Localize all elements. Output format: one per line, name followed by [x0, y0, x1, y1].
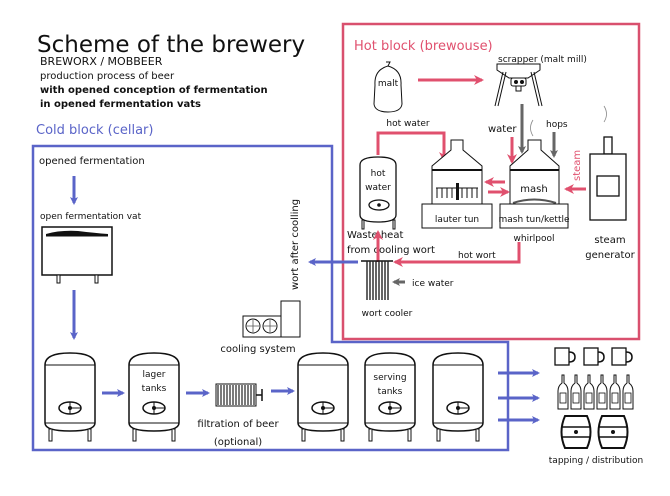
scrapper-label: scrapper (malt mill) — [498, 55, 587, 65]
cold-block-title: Cold block (cellar) — [36, 123, 153, 138]
steam-generator — [589, 136, 627, 221]
filtration-label-2: (optional) — [214, 437, 262, 448]
lager-tanks-label-2: tanks — [142, 384, 167, 394]
lauter-tun-label: lauter tun — [435, 215, 479, 225]
beer-bottles-icon — [557, 374, 634, 410]
lager-tank — [128, 352, 180, 442]
steam-generator-label-1: steam — [594, 235, 625, 246]
hot-wort-pipe — [393, 242, 521, 267]
ice-water-label: ice water — [412, 279, 454, 289]
description-line-3: in opened fermentation vats — [40, 99, 201, 110]
hops-label: hops — [546, 120, 568, 130]
hot-water-flow-label: hot water — [386, 119, 430, 129]
water-label: water — [488, 124, 517, 135]
whirlpool-label: whirlpool — [514, 234, 555, 244]
waste-heat-label-1: Waste heat — [347, 230, 403, 241]
steam-generator-label-2: generator — [585, 250, 635, 261]
open-fermentation-vat — [41, 226, 113, 284]
description-line-1: production process of beer — [40, 71, 175, 82]
kegs-icon — [560, 415, 629, 449]
malt-mill-icon — [494, 63, 543, 107]
serving-tank — [364, 352, 416, 442]
serving-tanks-label-2: tanks — [378, 387, 403, 397]
hot-water-tank — [359, 156, 397, 230]
mash-tun-kettle — [499, 139, 569, 229]
cooling-system-label: cooling system — [220, 344, 295, 355]
open-vat-label: open fermentation vat — [40, 212, 142, 222]
description-line-2: with opened conception of fermentation — [40, 85, 268, 96]
distribution-label: tapping / distribution — [549, 456, 643, 466]
beer-mugs-icon — [554, 347, 633, 366]
waste-heat-label-2: from cooling wort — [347, 245, 435, 256]
serving-tank — [297, 352, 349, 442]
wort-after-cooling-label: wort after coolling — [290, 199, 301, 290]
mash-label: mash — [520, 184, 547, 195]
wort-cooler — [361, 260, 393, 300]
fermentation-tank — [44, 352, 96, 442]
wort-cooler-label: wort cooler — [362, 309, 413, 319]
serving-tank — [432, 352, 484, 442]
hot-water-tank-label-1: hot — [371, 169, 386, 179]
hot-water-tank-label-2: water — [365, 183, 391, 193]
steam-label: steam — [572, 150, 583, 181]
beer-filter — [215, 383, 263, 407]
filtration-label-1: filtration of beer — [197, 419, 279, 430]
opened-fermentation-label: opened fermentation — [39, 156, 145, 167]
malt-label: malt — [378, 79, 399, 89]
page-title: Scheme of the brewery — [37, 32, 305, 58]
lager-tanks-label-1: lager — [143, 370, 166, 380]
hot-block-frame — [341, 22, 641, 341]
lauter-tun — [421, 139, 493, 229]
hot-water-pipe — [376, 131, 449, 162]
mash-tun-label: mash tun/kettle — [498, 215, 569, 225]
cooling-system-unit — [242, 300, 301, 338]
hot-wort-label: hot wort — [458, 251, 496, 261]
serving-tanks-label-1: serving — [373, 373, 406, 383]
cold-block-frame — [31, 144, 510, 452]
subtitle: BREWORX / MOBBEER — [40, 55, 163, 68]
hot-block-title: Hot block (brewouse) — [354, 39, 493, 54]
malt-sack-icon — [373, 61, 403, 113]
